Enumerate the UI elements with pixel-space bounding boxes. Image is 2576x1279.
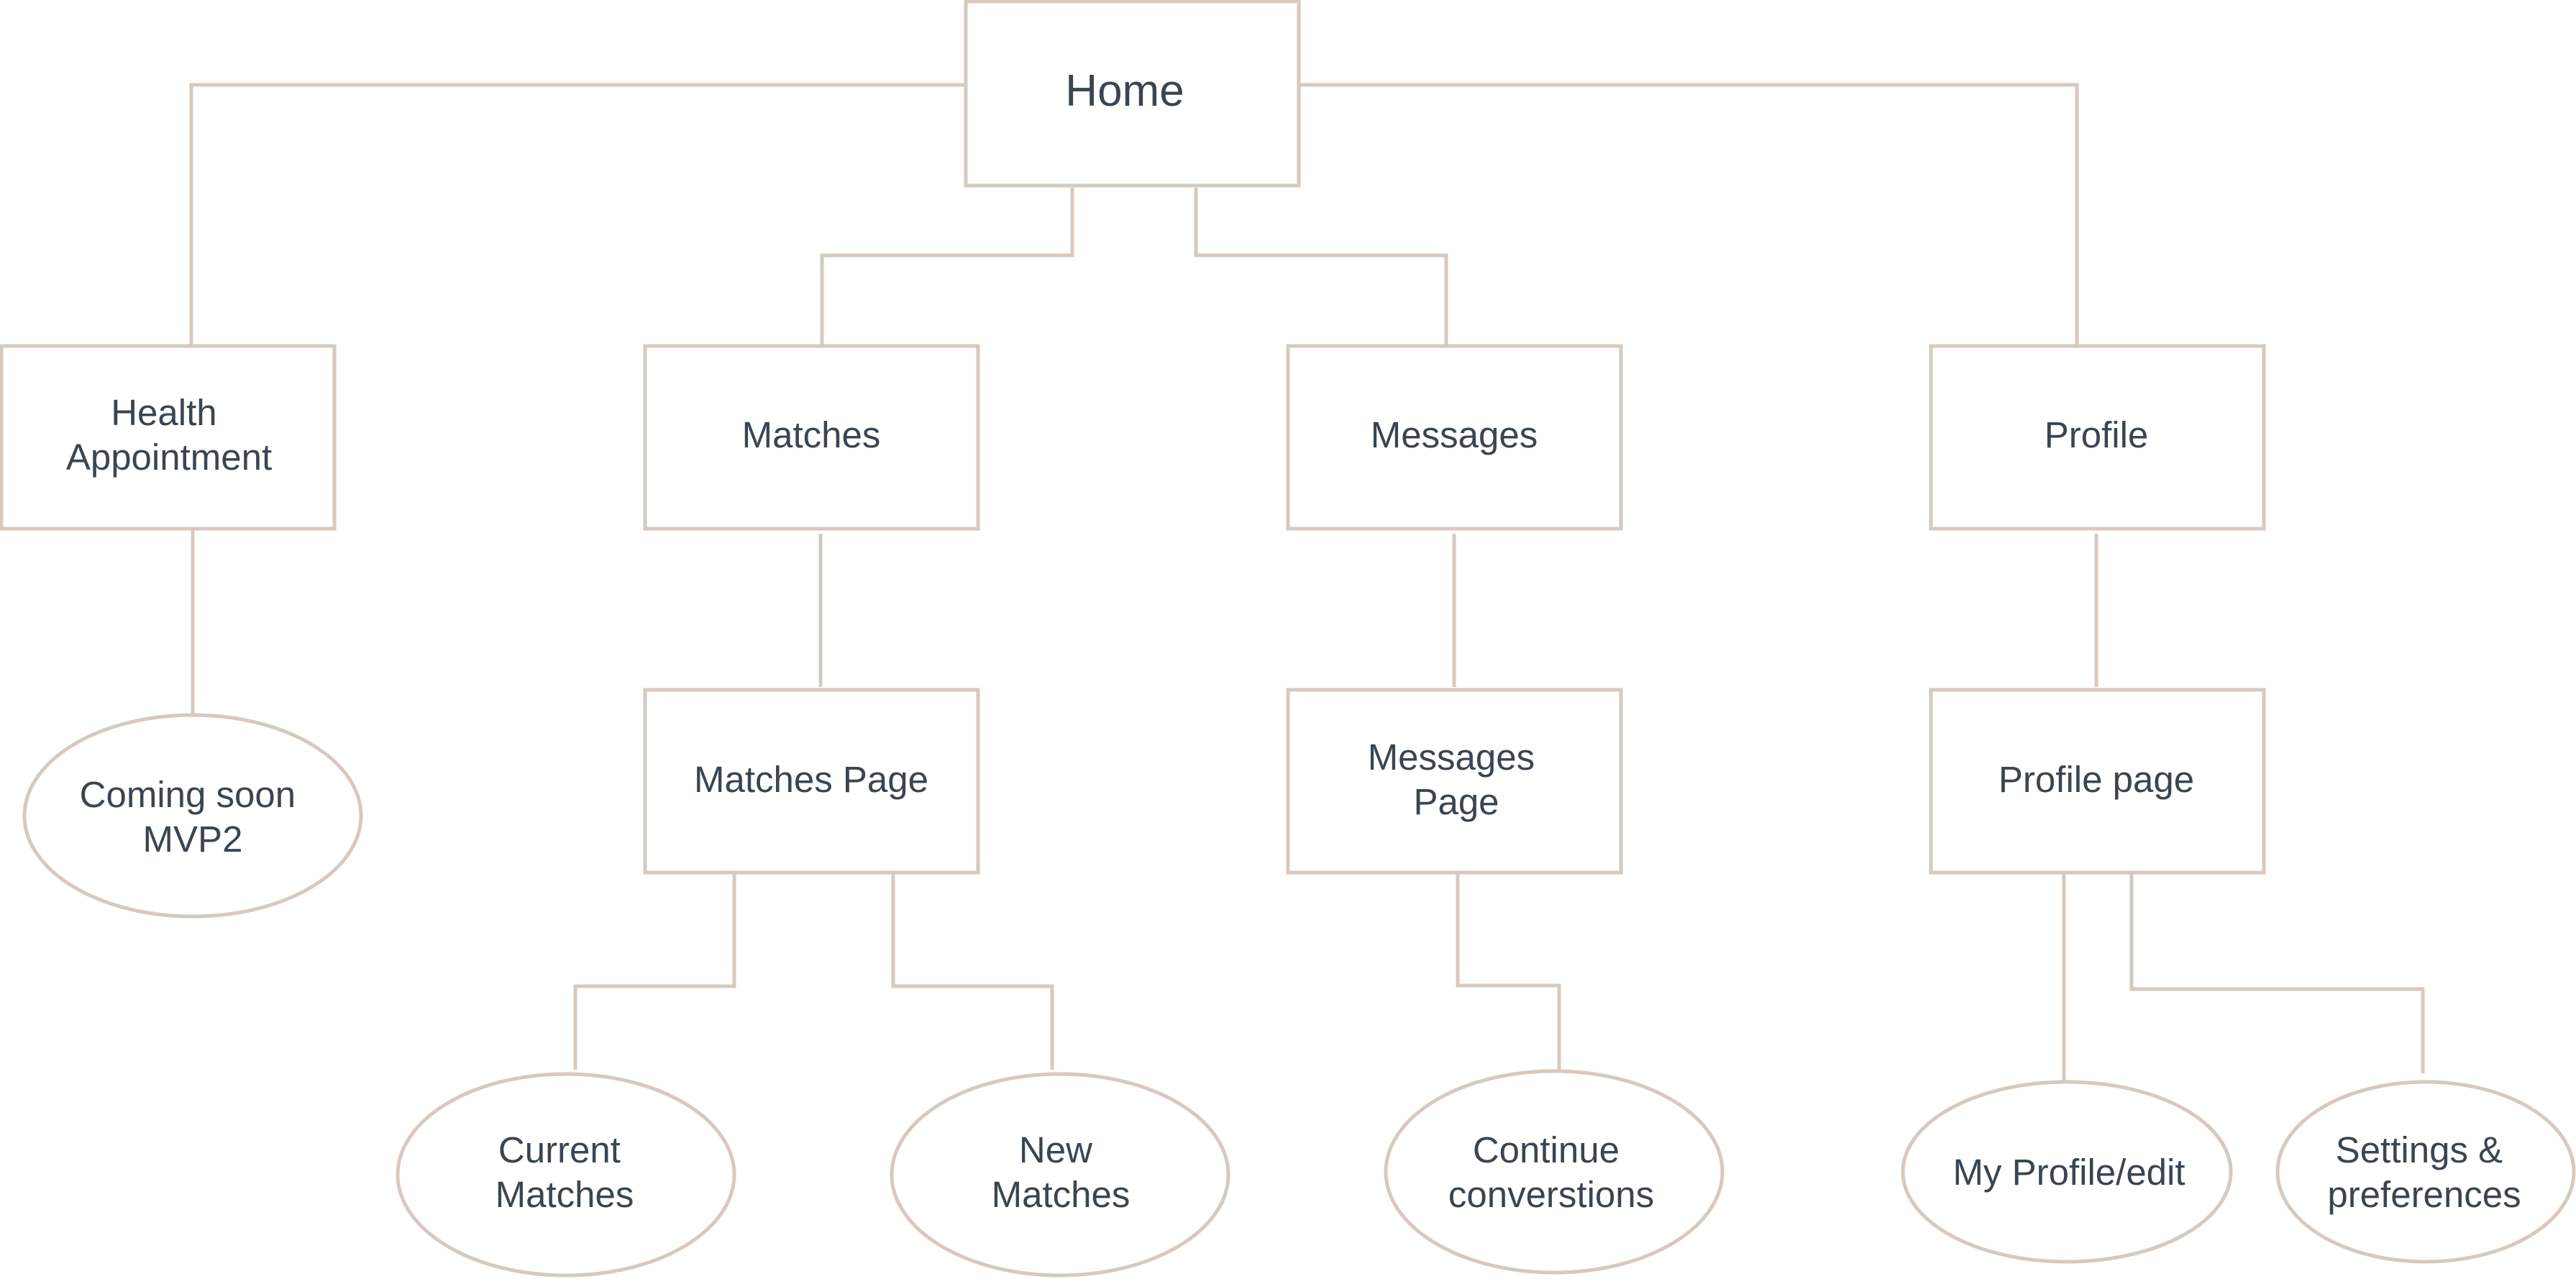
node-continue-conversations-ellipse [1384,1069,1725,1275]
node-home-box [964,0,1301,188]
node-profile-page-box [1929,688,2266,875]
node-new-matches-line-2: Matches [992,1174,1131,1215]
node-messages-box [1286,344,1623,531]
node-health-appointment: Health Appointment [0,344,337,531]
node-health-line-2: Appointment [66,437,272,478]
node-matches-line-1: Matches [742,414,881,455]
node-current-matches: Current Matches [396,1072,736,1278]
node-current-matches-ellipse [396,1072,736,1278]
node-current-matches-line-1: Current [498,1129,621,1170]
node-profile-line-1: Profile [2045,414,2149,455]
node-my-profile-edit-ellipse [1901,1080,2233,1264]
node-matches-page-label: Matches Page [694,759,928,800]
node-health-label: Health Appointment [66,392,272,478]
node-matches-page-line-1: Matches Page [694,759,928,800]
node-continue-conversations-line-1: Continue [1473,1129,1620,1170]
node-new-matches-label: New Matches [992,1129,1131,1215]
node-my-profile-edit-label: My Profile/edit [1952,1152,2185,1193]
node-current-matches-line-2: Matches [495,1174,634,1215]
node-my-profile-edit: My Profile/edit [1901,1080,2233,1264]
node-my-profile-edit-line-1: My Profile/edit [1952,1152,2185,1193]
node-settings-preferences: Settings & preferences [2275,1080,2576,1264]
node-new-matches-ellipse [890,1072,1230,1278]
node-home-line-1: Home [1065,66,1184,116]
connector-profilepage-settings [2129,873,2425,1073]
node-home: Home [964,0,1301,188]
node-matches-box [643,344,980,531]
connector-home-messages [1194,188,1448,345]
node-profile-page: Profile page [1929,688,2266,875]
connector-home-profile [1299,83,2079,347]
node-messages-page-line-1: Messages [1368,737,1535,778]
node-health-line-1: Health [111,392,216,433]
node-coming-soon-label: Coming soon MVP2 [80,774,306,860]
node-continue-conversations: Continue converstions [1384,1069,1725,1275]
node-new-matches-line-1: New [1019,1129,1092,1170]
node-matches-label: Matches [742,414,881,455]
connector-messagespage-continue [1456,873,1561,1070]
node-settings-preferences-line-1: Settings & [2336,1129,2503,1170]
connector-matchespage-new [891,873,1054,1070]
node-profile-page-line-1: Profile page [1999,759,2194,800]
node-continue-conversations-label: Continue converstions [1448,1129,1654,1215]
node-matches-page: Matches Page [643,688,980,875]
node-coming-soon-line-2: MVP2 [143,819,243,860]
node-coming-soon: Coming soon MVP2 [22,713,363,919]
node-home-label: Home [1065,66,1184,116]
node-settings-preferences-ellipse [2275,1080,2576,1264]
connectors [189,83,2425,1080]
node-messages-label: Messages [1371,414,1538,455]
node-continue-conversations-line-2: converstions [1448,1174,1654,1215]
node-messages-line-1: Messages [1371,414,1538,455]
node-matches-page-box [643,688,980,875]
node-messages-page-label: Messages Page [1368,737,1545,822]
node-current-matches-label: Current Matches [495,1129,634,1215]
node-health-box [0,344,337,531]
node-coming-soon-line-1: Coming soon [80,774,296,815]
node-messages-page-line-2: Page [1413,781,1499,822]
node-messages-page: Messages Page [1286,688,1623,875]
connector-home-matches [820,188,1074,345]
node-profile: Profile [1929,344,2266,531]
node-messages-page-box [1286,688,1623,875]
node-settings-preferences-label: Settings & preferences [2327,1129,2521,1215]
node-coming-soon-ellipse [22,713,363,919]
node-profile-label: Profile [2045,414,2149,455]
node-new-matches: New Matches [890,1072,1230,1278]
connector-home-health [189,83,966,347]
node-profile-page-label: Profile page [1999,759,2194,800]
connector-matchespage-current [573,873,736,1070]
node-messages: Messages [1286,344,1623,531]
node-matches: Matches [643,344,980,531]
node-profile-box [1929,344,2266,531]
node-settings-preferences-line-2: preferences [2327,1174,2521,1215]
